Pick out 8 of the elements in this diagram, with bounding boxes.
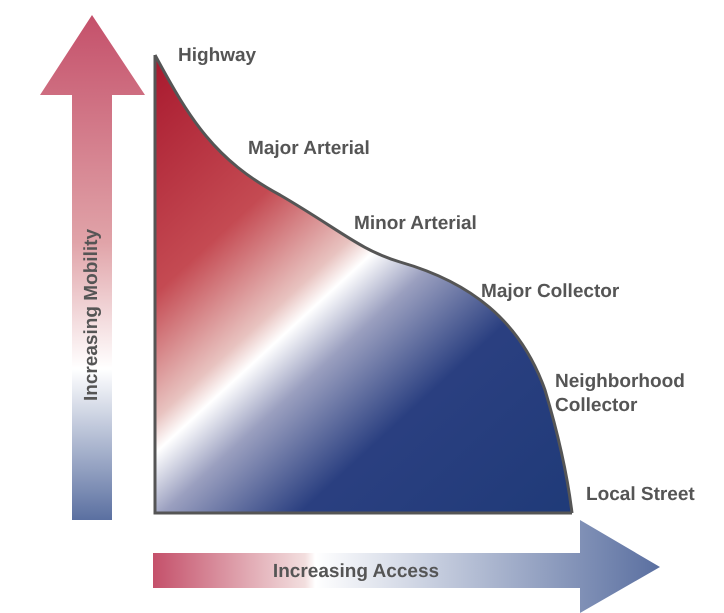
road-type-label: Neighborhood Collector: [555, 370, 686, 418]
axis-label: Increasing Access: [272, 560, 440, 584]
road-type-label: Minor Arterial: [354, 212, 477, 236]
road-type-label: Major Collector: [481, 280, 620, 304]
road-type-label: Major Arterial: [248, 137, 370, 161]
road-type-label: Highway: [178, 44, 256, 68]
axis-label: Increasing Mobility: [80, 228, 103, 402]
road-type-label: Local Street: [586, 483, 695, 507]
